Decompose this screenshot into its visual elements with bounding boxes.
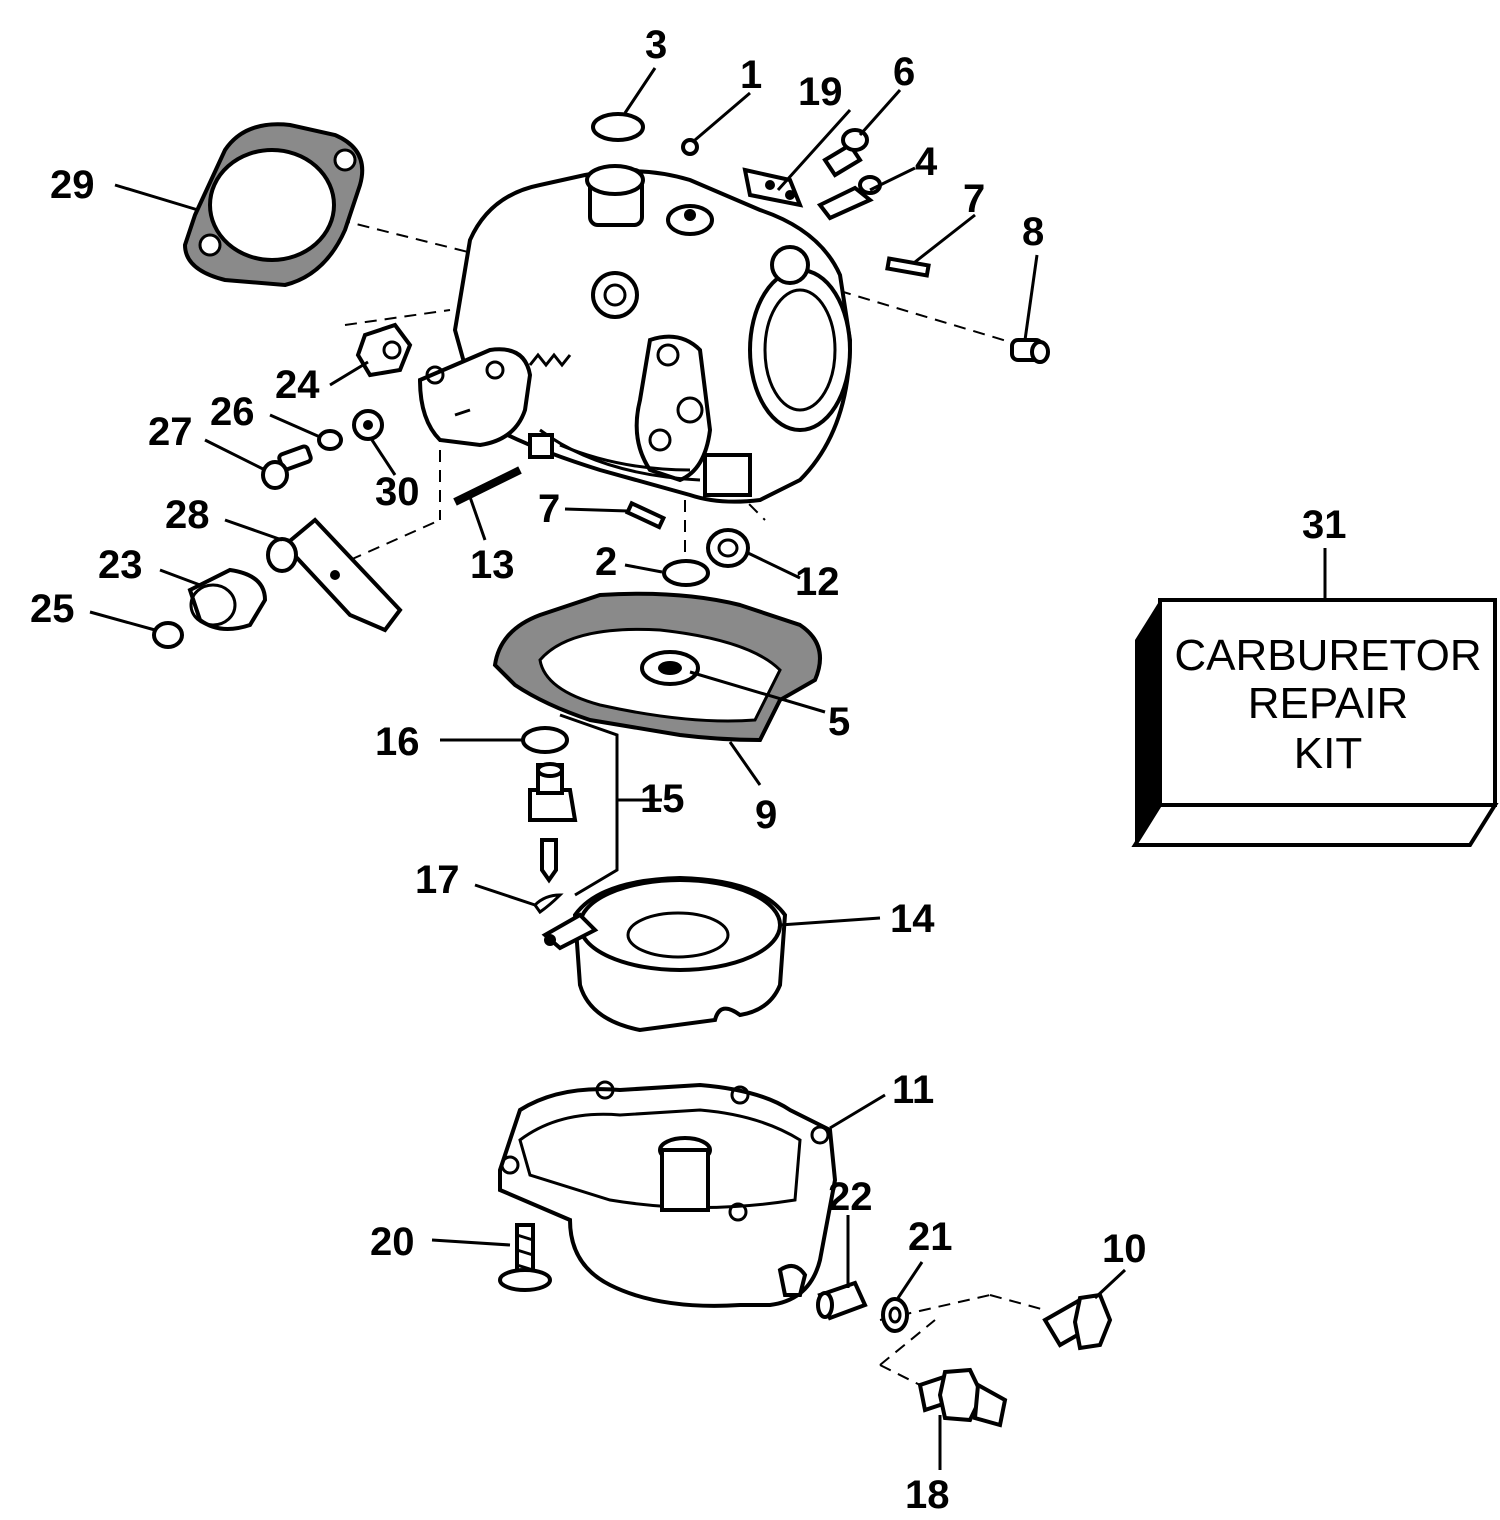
needle-seat-assembly <box>521 713 619 915</box>
pin-7-top-icon <box>885 256 931 278</box>
kit-line-2: REPAIR <box>1248 679 1409 728</box>
plug-3-icon <box>591 112 645 142</box>
callout-12: 12 <box>795 560 840 604</box>
seal-5-icon <box>640 650 700 686</box>
screw-20-icon <box>498 1223 552 1292</box>
needle-icon <box>540 838 558 884</box>
callout-26: 26 <box>210 390 255 434</box>
gasket-16-icon <box>521 726 569 754</box>
small-parts-top <box>152 112 1050 649</box>
screw-27-icon <box>261 444 313 490</box>
callout-24: 24 <box>275 363 320 407</box>
callout-21: 21 <box>908 1215 953 1259</box>
o-ring-25-icon <box>152 621 184 649</box>
callout-7-lower: 7 <box>538 487 560 531</box>
fitting-18-icon <box>917 1367 1008 1428</box>
washer-12-icon <box>706 528 750 568</box>
callout-30: 30 <box>375 470 420 514</box>
callout-11: 11 <box>892 1068 934 1112</box>
pin-13-icon <box>453 466 522 506</box>
screw-10-icon <box>1042 1292 1113 1351</box>
screw-6-icon <box>822 128 869 178</box>
callout-3: 3 <box>645 23 667 67</box>
clip-17-icon <box>533 893 564 915</box>
washer-26-icon <box>317 429 343 451</box>
gasket-29-icon <box>182 122 365 288</box>
callout-23: 23 <box>98 543 143 587</box>
callout-16: 16 <box>375 720 420 764</box>
callout-7-top: 7 <box>963 177 985 221</box>
callout-9: 9 <box>755 793 777 837</box>
callout-22: 22 <box>828 1175 873 1219</box>
callout-14: 14 <box>890 897 935 941</box>
callout-15: 15 <box>640 777 685 821</box>
float-14-icon <box>541 875 788 1033</box>
plug-8-icon <box>1010 338 1050 364</box>
needle-4-icon <box>816 175 882 221</box>
callout-2: 2 <box>595 540 617 584</box>
jet-22-icon <box>816 1280 868 1321</box>
star-washer-30-icon <box>352 409 384 441</box>
small-parts-bottom <box>498 1223 1113 1428</box>
callout-29: 29 <box>50 163 95 207</box>
plug-2-icon <box>662 559 710 587</box>
callout-28: 28 <box>165 493 210 537</box>
washer-21-icon <box>881 1297 909 1333</box>
pin-7-lower-icon <box>624 500 667 530</box>
callout-25: 25 <box>30 587 75 631</box>
nut-24-icon <box>355 322 413 378</box>
kit-line-1: CARBURETOR <box>1174 631 1481 680</box>
callout-8: 8 <box>1022 210 1044 254</box>
callout-17: 17 <box>415 858 460 902</box>
repair-kit-box-icon: CARBURETOR REPAIR KIT <box>1131 598 1499 847</box>
callout-19: 19 <box>798 70 843 114</box>
float-bowl-11-icon <box>498 1080 838 1308</box>
bowl-gasket-9-icon <box>492 591 822 743</box>
ball-1-icon <box>681 138 699 156</box>
callout-5: 5 <box>828 700 850 744</box>
callout-20: 20 <box>370 1220 415 1264</box>
carburetor-body-icon <box>417 164 853 504</box>
leader-lines <box>89 67 1327 1470</box>
bushing-23-icon <box>187 567 268 631</box>
seat-15-icon <box>528 762 578 822</box>
callout-31: 31 <box>1302 503 1347 547</box>
callout-6: 6 <box>893 50 915 94</box>
callout-18: 18 <box>905 1473 950 1517</box>
callout-27: 27 <box>148 410 193 454</box>
callout-4: 4 <box>915 140 938 184</box>
callout-13: 13 <box>470 543 515 587</box>
callout-numbers: 3 1 19 6 4 7 8 29 24 26 27 30 28 23 25 1… <box>30 23 1347 1517</box>
kit-line-3: KIT <box>1294 729 1362 778</box>
lever-28-icon <box>266 517 403 633</box>
callout-1: 1 <box>740 53 762 97</box>
callout-10: 10 <box>1102 1227 1147 1271</box>
